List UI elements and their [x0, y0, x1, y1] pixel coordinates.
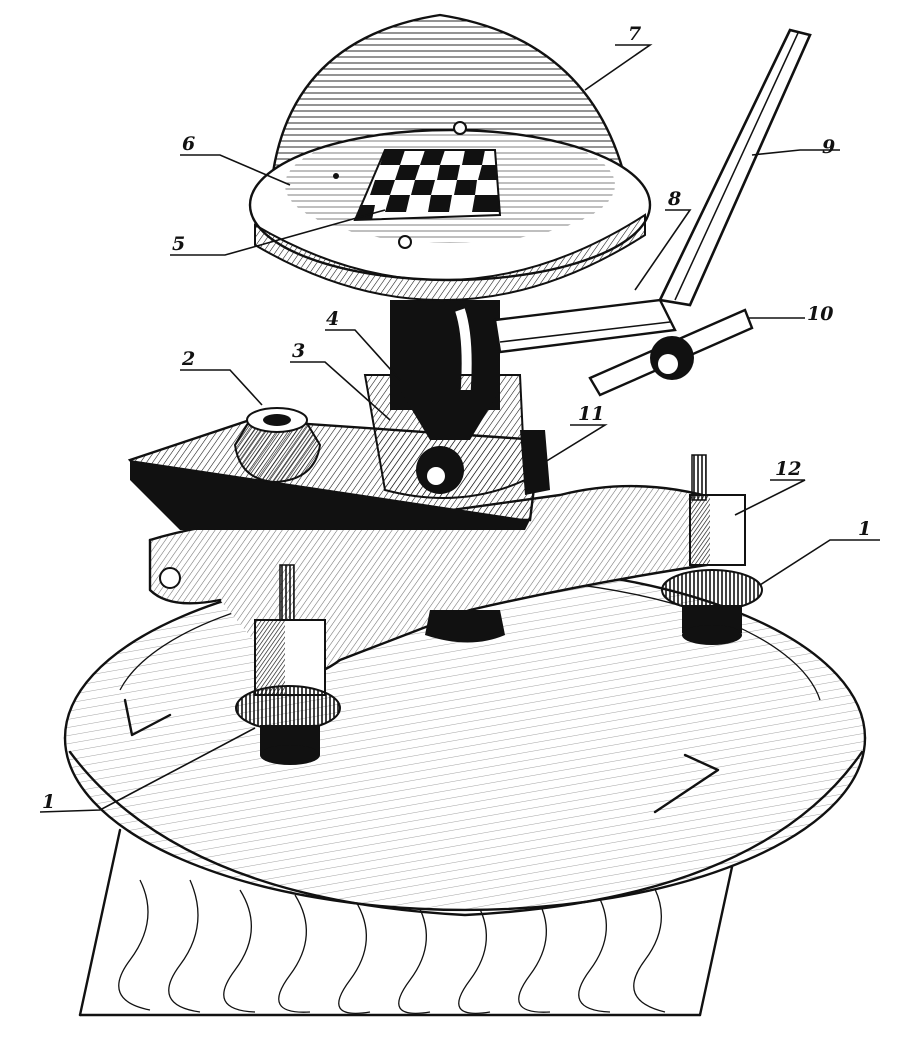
column: [363, 300, 550, 499]
levelling-screw-right: [661, 454, 763, 645]
knob: [233, 407, 322, 484]
label-part-3: 3: [292, 340, 305, 362]
label-part-1-left: 1: [42, 791, 55, 813]
clamp-wing-nut: [588, 308, 754, 397]
label-part-5: 5: [172, 233, 185, 255]
label-part-2: 2: [181, 348, 195, 370]
checkerboard: [353, 149, 502, 222]
rod: [658, 28, 812, 307]
side-arm: [493, 298, 677, 354]
label-part-1-right: 1: [858, 518, 871, 540]
label-part-7: 7: [628, 23, 641, 45]
label-part-9: 9: [822, 136, 835, 158]
levelling-screw-rear: [425, 610, 505, 643]
label-part-12: 12: [775, 458, 801, 480]
leader-lines: [39, 44, 880, 813]
label-part-10: 10: [807, 303, 833, 325]
label-part-6: 6: [182, 133, 195, 155]
label-part-8: 8: [667, 188, 681, 210]
label-part-11: 11: [578, 403, 604, 425]
levelling-screw-left: [235, 564, 341, 765]
glass-dome: [248, 13, 652, 302]
part-labels: 1 1 2 3 4 5 6 7 8 9 10 11 12: [42, 23, 871, 813]
label-part-4: 4: [326, 308, 339, 330]
